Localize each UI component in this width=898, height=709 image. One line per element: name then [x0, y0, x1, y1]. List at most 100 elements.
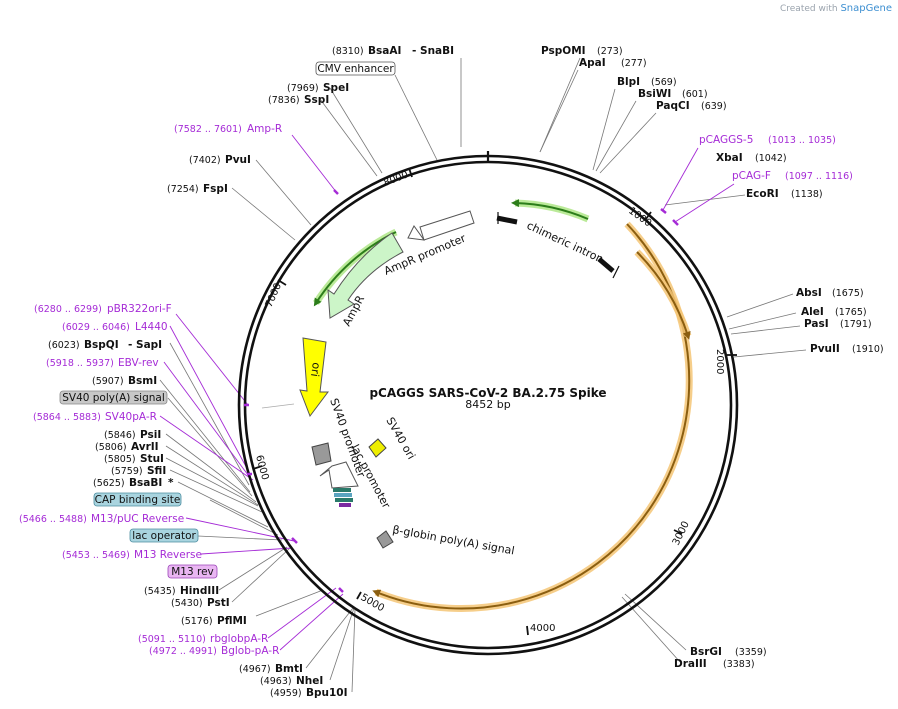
primer-name-m13puc: M13/pUC Reverse — [91, 513, 184, 525]
enzyme-pos-bsabi: (5625) — [93, 478, 125, 489]
primer-name-l4440: L4440 — [135, 321, 168, 333]
enzyme-name-sfii: SfiI — [147, 465, 166, 477]
enzyme-pos-bsiwi: (601) — [682, 89, 708, 100]
enzyme-name-pspomi: PspOMI — [541, 45, 586, 57]
lac-promoter-feature — [333, 488, 353, 507]
feature-box-cap-binding: CAP binding site — [95, 494, 181, 506]
enzyme-pos-bspqi: (6023) — [48, 340, 80, 351]
primer-name-bglobpa: Bglob-pA-R — [221, 645, 279, 657]
enzyme-name-pvui: PvuI — [225, 154, 251, 166]
primer-pos-l4440: (6029 .. 6046) — [62, 322, 130, 333]
enzyme-pos-ecori: (1138) — [791, 189, 823, 200]
enzyme-name-psii: PsiI — [140, 429, 161, 441]
primer-pos-m13rev: (5453 .. 5469) — [62, 550, 130, 561]
enzyme-name-pvuii: PvuII — [810, 343, 840, 355]
enzyme-name-bpu10i: Bpu10I — [306, 687, 348, 699]
enzyme-pos-draiii: (3383) — [723, 659, 755, 670]
primer-name-ampr: Amp-R — [247, 123, 282, 135]
enzyme-suffix-sapi: - SapI — [128, 339, 162, 351]
primer-pos-rbglobpa: (5091 .. 5110) — [138, 634, 206, 645]
feature-box-m13rev: M13 rev — [171, 566, 214, 578]
enzyme-pos-blpi: (569) — [651, 77, 677, 88]
enzyme-pos-pvui: (7402) — [189, 155, 221, 166]
primer-name-sv40par: SV40pA-R — [105, 411, 157, 423]
primer-pos-ampr: (7582 .. 7601) — [174, 124, 242, 135]
enzyme-name-bspqi: BspQI — [84, 339, 119, 351]
primer-pos-sv40par: (5864 .. 5883) — [33, 412, 101, 423]
enzyme-name-draiii: DraIII — [674, 658, 707, 670]
tick-label-2000: 2000 — [714, 349, 725, 374]
feature-label-chimeric-intron: chimeric intron — [525, 219, 606, 266]
enzyme-pos-alei: (1765) — [835, 307, 867, 318]
enzyme-labels: (8310) BsaAI - SnaBI PspOMI (273) ApaI (… — [48, 45, 884, 699]
feature-label-ori: ori — [308, 362, 323, 378]
enzyme-pos-absi: (1675) — [832, 288, 864, 299]
primer-pos-ebvrev: (5918 .. 5937) — [46, 358, 114, 369]
primer-name-ebvrev: EBV-rev — [118, 357, 159, 369]
enzyme-pos-psii: (5846) — [104, 430, 136, 441]
tick-label-4000: 4000 — [530, 623, 555, 634]
feature-label-sv40-ori: SV40 ori — [383, 415, 417, 462]
enzyme-pos-bsaai: (8310) — [332, 46, 364, 57]
enzyme-pos-stui: (5805) — [104, 454, 136, 465]
enzyme-name-sspi: SspI — [304, 94, 329, 106]
ori-feature — [299, 337, 329, 418]
enzyme-pos-pasi: (1791) — [840, 319, 872, 330]
enzyme-name-psti: PstI — [207, 597, 230, 609]
enzyme-name-nhei: NheI — [296, 675, 323, 687]
enzyme-name-hindiii: HindIII — [180, 585, 219, 597]
feature-label-beta-globin: β-globin poly(A) signal — [391, 523, 515, 557]
enzyme-name-stui: StuI — [140, 453, 164, 465]
primer-name-pcaggs5: pCAGGS-5 — [699, 134, 753, 146]
enzyme-pos-bsrgi: (3359) — [735, 647, 767, 658]
primer-name-rbglobpa: rbglobpA-R — [210, 633, 268, 645]
enzyme-name-alei: AleI — [801, 306, 824, 318]
primer-pos-pbr322ori: (6280 .. 6299) — [34, 304, 102, 315]
tick-label-8000: 8000 — [382, 169, 410, 188]
enzyme-pos-bsmi: (5907) — [92, 376, 124, 387]
primer-name-pbr322ori: pBR322ori-F — [107, 303, 172, 315]
orf-arc — [372, 221, 693, 613]
enzyme-pos-pflmi: (5176) — [181, 616, 213, 627]
tick-label-7000: 7000 — [264, 281, 284, 309]
ampr-promoter-feature — [407, 210, 475, 241]
sv40-ori-feature — [368, 438, 387, 458]
enzyme-suffix-bsabi: * — [168, 477, 174, 489]
enzyme-name-bsiwi: BsiWI — [638, 88, 671, 100]
boxed-feature-labels: CMV enhancer SV40 poly(A) signal CAP bin… — [59, 61, 396, 579]
chimeric-intron-marks — [496, 212, 620, 279]
snapgene-logo: SnapGene — [840, 3, 892, 14]
enzyme-pos-bpu10i: (4959) — [270, 688, 302, 699]
enzyme-name-fspi: FspI — [203, 183, 228, 195]
enzyme-pos-bmti: (4967) — [239, 664, 271, 675]
enzyme-pos-hindiii: (5435) — [144, 586, 176, 597]
primer-name-m13rev: M13 Reverse — [134, 549, 202, 561]
sv40-promoter-feature — [311, 442, 359, 489]
plasmid-name: pCAGGS SARS-CoV-2 BA.2.75 Spike — [369, 386, 606, 400]
enzyme-name-bsabi: BsaBI — [129, 477, 162, 489]
enzyme-name-bsmi: BsmI — [128, 375, 157, 387]
tick-marks — [252, 151, 737, 636]
primer-pos-bglobpa: (4972 .. 4991) — [149, 646, 217, 657]
primer-labels: pCAGGS-5 (1013 .. 1035) pCAG-F (1097 .. … — [19, 123, 853, 657]
leader-lines — [159, 57, 807, 693]
enzyme-pos-xbai: (1042) — [755, 153, 787, 164]
enzyme-name-paqci: PaqCI — [656, 100, 690, 112]
enzyme-pos-psti: (5430) — [171, 598, 203, 609]
enzyme-pos-sspi: (7836) — [268, 95, 300, 106]
enzyme-pos-pvuii: (1910) — [852, 344, 884, 355]
enzyme-name-avrii: AvrII — [131, 441, 159, 453]
ampr-feature — [327, 232, 404, 319]
primer-leader-lines — [159, 134, 735, 651]
enzyme-name-bsrgi: BsrGI — [690, 646, 722, 658]
enzyme-suffix-snabi: - SnaBI — [412, 45, 454, 57]
feature-box-lac-operator: lac operator — [132, 530, 196, 542]
enzyme-pos-apai: (277) — [621, 58, 647, 69]
enzyme-name-bsaai: BsaAI — [368, 45, 401, 57]
primer-name-pcagf: pCAG-F — [732, 170, 771, 182]
feature-box-sv40-polya: SV40 poly(A) signal — [62, 392, 165, 404]
enzyme-pos-sfii: (5759) — [111, 466, 143, 477]
primer-marks — [244, 189, 679, 593]
credit-prefix: Created with — [779, 4, 838, 14]
enzyme-name-bmti: BmtI — [275, 663, 303, 675]
